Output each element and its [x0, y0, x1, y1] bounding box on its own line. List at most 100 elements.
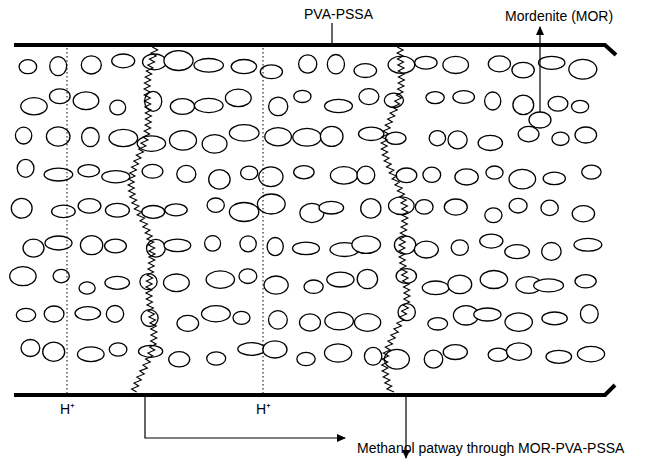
mordenite-particle	[269, 97, 288, 116]
mordenite-particle	[357, 166, 375, 184]
mordenite-particle	[297, 352, 315, 365]
leader-arrow	[145, 397, 345, 438]
mordenite-particle	[169, 352, 190, 367]
mordenite-particle	[265, 128, 292, 146]
mordenite-particle	[480, 234, 503, 248]
mordenite-particle	[109, 343, 127, 356]
mordenite-particle	[541, 200, 558, 215]
mordenite-particle	[546, 350, 572, 363]
mordenite-particle	[263, 341, 287, 358]
mordenite-particle	[320, 126, 343, 146]
mordenite-particle	[15, 127, 31, 144]
mordenite-particle	[44, 168, 73, 181]
mordenite-particle	[507, 343, 532, 361]
mordenite-particle	[384, 349, 409, 369]
mordenite-particle	[552, 132, 569, 145]
mordenite-particle	[229, 125, 259, 141]
mordenite-particle	[294, 90, 311, 102]
mordenite-particle	[194, 59, 223, 73]
ion-label: H⁺	[256, 402, 271, 416]
mordenite-particle	[423, 167, 441, 182]
methanol-pathway-line	[381, 47, 410, 392]
mordenite-particle	[509, 169, 536, 188]
mordenite-particle	[357, 269, 377, 288]
proton-path	[263, 48, 264, 393]
mordenite-particle	[209, 170, 230, 190]
mordenite-particle	[231, 60, 256, 74]
mordenite-particle	[80, 236, 102, 255]
mordenite-particle	[542, 312, 567, 325]
mordenite-particle	[105, 239, 127, 253]
methanol-pathway	[128, 47, 410, 392]
mordenite-particle	[170, 99, 194, 115]
mordenite-particle	[478, 135, 502, 150]
mordenite-particle	[548, 96, 568, 111]
mordenite-particle	[505, 313, 532, 331]
mordenite-particle	[384, 93, 403, 107]
mordenite-particle	[569, 59, 597, 79]
mordenite-particle	[428, 318, 448, 330]
mordenite-particle	[259, 167, 283, 187]
mordenite-particle	[43, 342, 65, 361]
mordenite-particle	[142, 164, 163, 178]
mordenite-particle	[488, 348, 508, 361]
mordenite-particle	[205, 236, 221, 252]
mordenite-particle	[105, 276, 130, 289]
mordenite-particle	[109, 129, 138, 146]
mordenite-particle	[543, 172, 565, 185]
membrane-bottom-edge	[14, 385, 615, 395]
mordenite-particle	[177, 165, 196, 182]
mordenite-particle	[202, 306, 231, 322]
mordenite-particle	[112, 54, 135, 68]
mordenite-particle	[396, 269, 416, 284]
mordenite-particle	[415, 56, 437, 69]
mordenite-particle	[78, 347, 105, 362]
mordenite-particle	[147, 239, 166, 257]
membrane-top-edge	[14, 45, 616, 55]
mordenite-particle	[106, 306, 123, 323]
mordenite-particle	[45, 236, 72, 250]
mordenite-particle	[233, 311, 250, 324]
mordenite-particle	[202, 135, 227, 154]
mordenite-particle	[105, 203, 129, 217]
mordenite-particle	[325, 312, 354, 330]
mordenite-particle	[513, 95, 534, 114]
mordenite-particle	[448, 275, 472, 294]
mordenite-particle	[394, 236, 415, 254]
mordenite-particle	[330, 167, 357, 185]
mordenite-particle	[359, 127, 384, 140]
mordenite-particle	[10, 267, 36, 286]
mordenite-particle	[44, 306, 64, 322]
mordenite-particle	[448, 131, 467, 149]
material-label: Mordenite (MOR)	[505, 9, 613, 23]
mordenite-particle	[81, 56, 101, 74]
mordenite-particle	[206, 271, 234, 288]
mordenite-particle	[294, 166, 314, 179]
mordenite-particle	[177, 315, 199, 331]
mordenite-particle	[164, 51, 193, 71]
mordenite-particle	[415, 200, 433, 215]
mordenite-particle	[75, 307, 101, 320]
mordenite-particle	[539, 56, 565, 69]
mordenite-particle	[577, 346, 604, 361]
mordenite-particle	[480, 271, 507, 289]
mordenite-particle	[304, 280, 323, 293]
mordenite-particle	[443, 345, 467, 360]
mordenite-particle	[355, 314, 381, 332]
mordenite-particle	[325, 344, 352, 362]
mordenite-particle	[486, 166, 503, 179]
mordenite-particle	[429, 131, 445, 146]
mordenite-particle	[82, 128, 100, 147]
mordenite-particle	[207, 352, 226, 365]
mordenite-particle	[574, 238, 602, 251]
mordenite-particle	[414, 241, 438, 258]
mordenite-particle	[361, 199, 381, 219]
mordenite-particle	[267, 238, 283, 256]
mordenite-particle	[164, 239, 191, 252]
methanol-pathway-line	[128, 47, 158, 392]
mordenite-particle	[238, 343, 266, 356]
mordenite-particle	[364, 347, 381, 365]
mordenite-particle	[50, 57, 67, 76]
leader-arrow	[539, 27, 540, 112]
mordenite-particle	[207, 198, 224, 212]
